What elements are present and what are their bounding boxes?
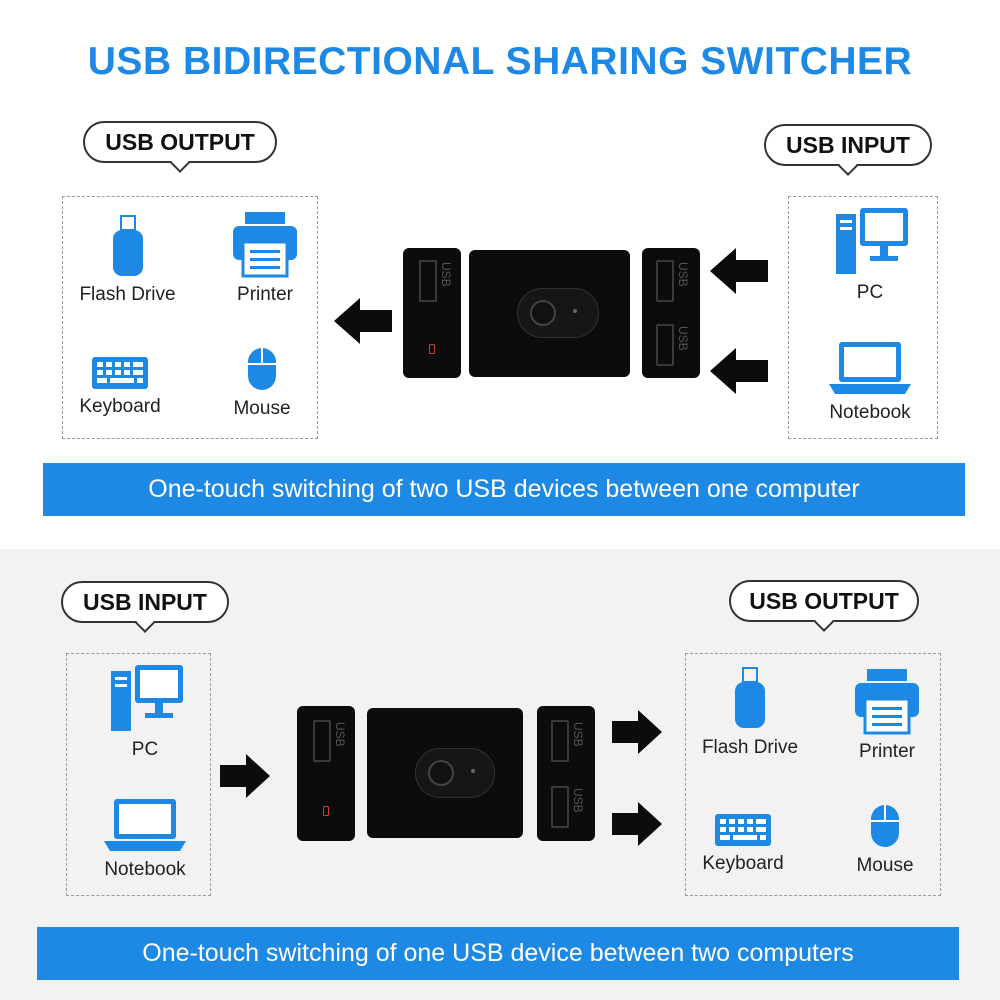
usb-port-label: USB [439,262,453,287]
notebook-icon [829,342,911,394]
mouse-icon [871,805,899,847]
usb-port [551,786,569,828]
input-arrow-right [220,754,270,798]
input-usb-module-bottom: USB [297,706,355,841]
switch-button[interactable] [415,748,495,798]
usb-port [551,720,569,762]
usb-port-label: USB [676,262,690,287]
notebook-icon [104,799,186,851]
usb-port [313,720,331,762]
output-arrow-1 [612,710,662,754]
printer-icon [233,212,297,278]
pc-item-bottom: PC [90,663,200,761]
bottom-banner: One-touch switching of one USB device be… [37,927,959,980]
input-usb-module: USB USB [642,248,700,378]
usb-port-label: USB [676,326,690,351]
micro-usb-port [429,344,435,354]
input-devices-box [788,196,938,439]
usb-port-label: USB [571,788,585,813]
keyboard-item-bottom: Keyboard [693,813,793,875]
switch-button[interactable] [517,288,599,338]
usb-output-label: USB OUTPUT [83,121,277,173]
usb-port [419,260,437,302]
indicator-led [471,769,475,773]
mouse-item: Mouse [222,346,302,420]
output-devices-box [62,196,318,439]
pc-icon [111,665,183,731]
output-usb-module-bottom: USB USB [537,706,595,841]
notebook-item-bottom: Notebook [90,797,200,881]
output-devices-box-bottom [685,653,941,896]
usb-port-label: USB [571,722,585,747]
printer-item-bottom: Printer [832,667,942,763]
mouse-icon [248,348,276,390]
usb-port [656,324,674,366]
power-icon [530,300,556,326]
page-title: USB BIDIRECTIONAL SHARING SWITCHER [87,40,913,83]
usb-output-label-bottom: USB OUTPUT [729,580,919,632]
usb-input-label: USB INPUT [764,124,932,176]
notebook-item: Notebook [815,340,925,424]
mouse-item-bottom: Mouse [845,803,925,877]
input-arrow-2 [710,348,768,394]
flash-drive-icon [735,667,765,728]
usb-port [656,260,674,302]
power-icon [428,760,454,786]
output-arrow-left [334,298,392,344]
printer-icon [855,669,919,735]
micro-usb-port [323,806,329,816]
pc-item: PC [815,206,925,304]
output-arrow-2 [612,802,662,846]
switch-body [469,250,630,377]
pc-icon [836,208,908,274]
input-devices-box-bottom [66,653,211,896]
keyboard-icon [715,814,771,846]
input-arrow-1 [710,248,768,294]
keyboard-icon [92,357,148,389]
switch-body-bottom [367,708,523,838]
output-usb-module: USB [403,248,461,378]
flash-drive-item-bottom: Flash Drive [695,665,805,759]
usb-input-label-bottom: USB INPUT [61,581,229,633]
flash-drive-item: Flash Drive [70,214,185,306]
printer-item: Printer [210,210,320,306]
top-banner: One-touch switching of two USB devices b… [43,463,965,516]
indicator-led [573,309,577,313]
keyboard-item: Keyboard [70,356,170,418]
usb-port-label: USB [333,722,347,747]
flash-drive-icon [112,215,143,276]
